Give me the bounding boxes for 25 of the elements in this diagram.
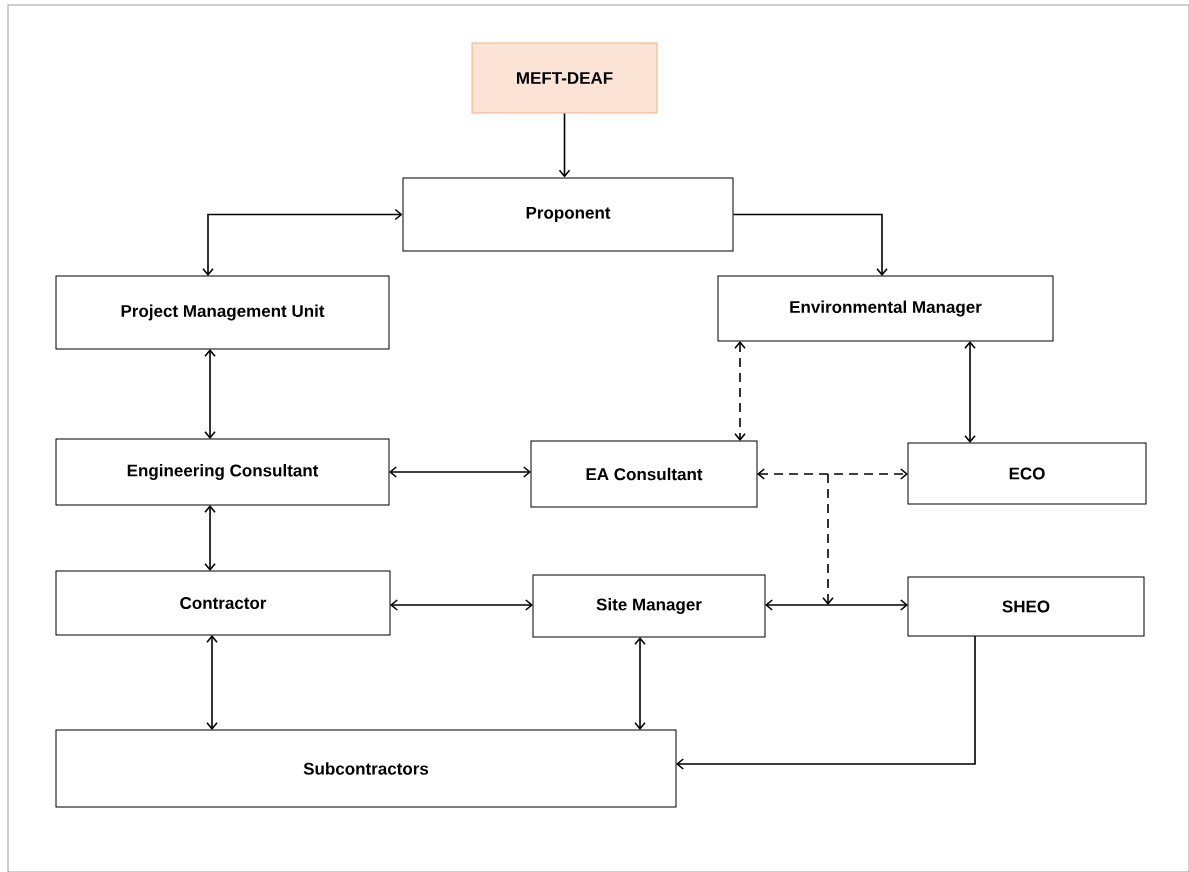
process-box: EA Consultant [530,440,758,508]
arrow [757,468,908,480]
process-box: Proponent [402,177,734,252]
arrow [634,637,646,730]
arrow [389,466,531,478]
arrow [732,213,888,276]
process-box: Environmental Manager [717,275,1054,342]
arrow [765,599,908,611]
arrow [202,208,403,276]
arrow [558,112,571,178]
process-box: Site Manager [532,574,766,638]
process-box: SHEO [907,576,1145,637]
process-box: Engineering Consultant [55,438,390,506]
process-box: Contractor [55,570,391,636]
arrow [206,635,218,730]
arrow [676,635,976,770]
process-box: ECO [907,442,1147,505]
source-box: MEFT-DEAF [471,42,658,114]
arrow [204,349,216,439]
process-box: Subcontractors [55,729,677,808]
process-box: Project Management Unit [55,275,390,350]
arrow [204,505,216,571]
arrow [964,341,976,443]
arrow [390,599,533,611]
arrow [734,341,746,441]
